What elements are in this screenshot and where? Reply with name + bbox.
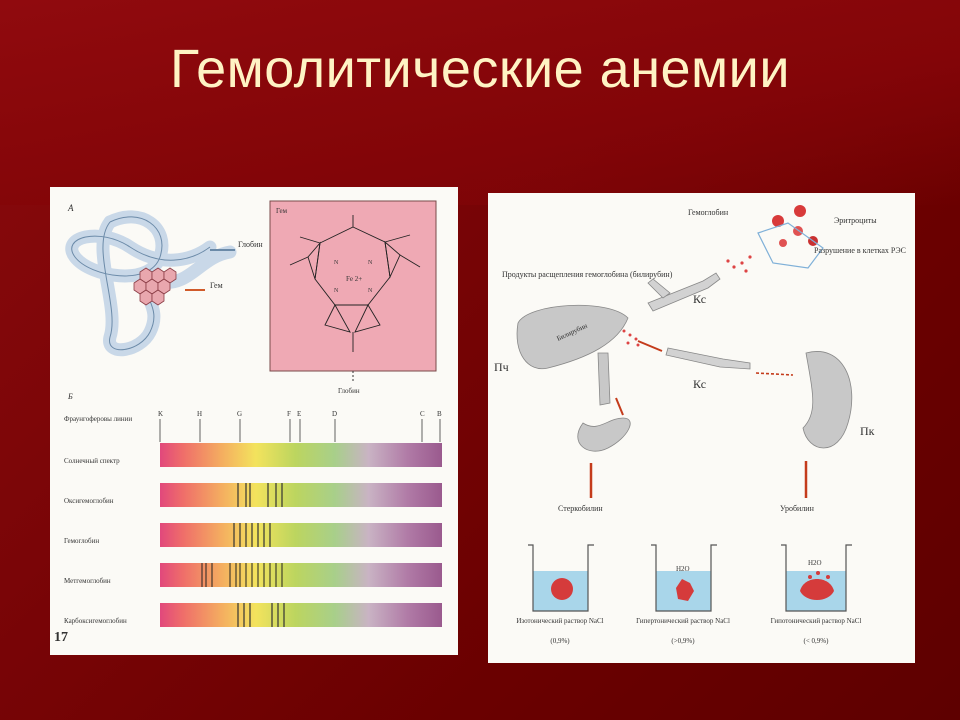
fe-label: Fe 2+ <box>346 275 362 283</box>
arrow-kidney <box>755 372 794 376</box>
hemoglobin-structure-figure: A Глобин Гем Гем <box>50 187 458 655</box>
spectrum-row: Метгемоглобин <box>64 563 442 587</box>
heme-box-label: Гем <box>276 207 288 215</box>
svg-text:N: N <box>368 288 373 294</box>
fraunhofer-letter: G <box>237 410 242 418</box>
page-title: Гемолитические анемии <box>169 39 791 99</box>
svg-text:N: N <box>368 260 373 266</box>
spectrum-label: Карбоксигемоглобин <box>64 617 127 625</box>
beaker-conc: (< 0,9%) <box>804 637 830 645</box>
beaker-conc: (>0,9%) <box>671 637 695 645</box>
spectrum-label: Солнечный спектр <box>64 457 120 465</box>
fraunhofer-letters: K H G F E D C B <box>158 410 442 418</box>
hemoglobin-label: Гемоглобин <box>688 208 729 217</box>
ks-mid: Кс <box>693 377 706 391</box>
beaker-name: Изотонический раствор NaCl <box>516 617 603 625</box>
dots-top <box>726 255 752 273</box>
fraunhofer-letter: K <box>158 410 163 418</box>
spectrum-label: Метгемоглобин <box>64 577 111 585</box>
liver <box>516 304 629 370</box>
fraunhofer-ticks <box>159 419 441 442</box>
globin-label: Глобин <box>238 240 263 249</box>
erythrocytes-label: Эритроциты <box>834 216 877 225</box>
svg-text:N: N <box>334 288 339 294</box>
beaker-name: Гипертонический раствор NaCl <box>636 617 730 625</box>
spectrum-label: Гемоглобин <box>64 537 99 545</box>
hemolysis-diagram: Гемоглобин Эритроциты Разрушение в клетк… <box>488 193 915 663</box>
beaker-isotonic: Изотонический раствор NaCl (0,9%) <box>516 544 604 645</box>
label-a: A <box>67 203 74 213</box>
arrow-liver <box>637 340 663 352</box>
spectrum-row: Солнечный спектр <box>64 443 442 467</box>
beaker-hypertonic: H2O Гипертонический раствор NaCl (>0,9%) <box>636 544 730 645</box>
kidney <box>802 351 853 449</box>
fraunhofer-letter: H <box>197 410 202 418</box>
stercobilin-label: Стеркобилин <box>558 504 603 513</box>
beaker-hypotonic: H2O Гипотонический раствор NaCl (< 0,9%) <box>771 544 862 645</box>
ks-top: Кс <box>693 292 706 306</box>
products-label: Продукты расщепления гемоглобина (билиру… <box>502 270 673 279</box>
spectrum-label: Оксигемоглобин <box>64 497 114 505</box>
fraunhofer-letter: D <box>332 410 337 418</box>
spectrum-row: Оксигемоглобин <box>64 483 442 507</box>
fraunhofer-label: Фраунгоферовы линии <box>64 415 132 423</box>
fraunhofer-letter: B <box>437 410 442 418</box>
heme-cluster <box>133 267 177 306</box>
liver-label: Пч <box>494 360 509 374</box>
header-band <box>0 0 960 205</box>
kidney-label: Пк <box>860 424 875 438</box>
fraunhofer-letter: C <box>420 410 425 418</box>
hemolysis-svg: Гемоглобин Эритроциты Разрушение в клетк… <box>494 205 906 645</box>
label-b: Б <box>67 392 73 401</box>
arrow-intestine <box>615 397 624 416</box>
erythrocyte-cluster <box>757 205 824 269</box>
h2o-label: H2O <box>676 565 690 573</box>
vessel-top <box>647 272 721 312</box>
svg-text:N: N <box>334 260 339 266</box>
porphyrin-ring <box>289 215 421 352</box>
fraunhofer-letter: F <box>287 410 291 418</box>
intestine <box>577 417 631 452</box>
fraunhofer-letter: E <box>297 410 301 418</box>
h2o-label: H2O <box>808 559 822 567</box>
destruction-label: Разрушение в клетках РЭС <box>814 246 906 255</box>
spectrum-row: Карбоксигемоглобин <box>64 603 442 627</box>
hemoglobin-structure-svg: A Глобин Гем Гем <box>54 200 442 645</box>
dots-liver <box>622 329 640 347</box>
page-number: 17 <box>54 630 68 645</box>
heme-label: Гем <box>210 281 223 290</box>
globin-bottom-label: Глобин <box>338 387 360 395</box>
vessel-mid <box>665 347 751 370</box>
beaker-name: Гипотонический раствор NaCl <box>771 617 862 625</box>
bile-duct <box>597 352 611 406</box>
spectrum-row: Гемоглобин <box>64 523 442 547</box>
urobilin-label: Уробилин <box>780 504 815 513</box>
beaker-conc: (0,9%) <box>550 637 570 645</box>
